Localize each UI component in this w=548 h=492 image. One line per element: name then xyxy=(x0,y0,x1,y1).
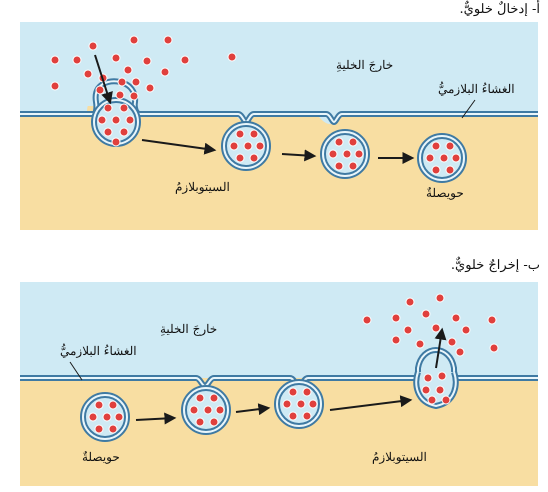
membrane-leader-b xyxy=(69,361,83,381)
panel-b-outside-label: خارجَ الخليةِ xyxy=(160,322,218,336)
arrow-step-1 xyxy=(141,139,217,155)
arrow-b-step-1 xyxy=(135,412,177,425)
particles-fusing xyxy=(421,371,451,405)
particles-pit xyxy=(97,103,135,147)
outside-area-b xyxy=(20,282,538,378)
particles-vesicle-3 xyxy=(425,141,461,175)
particles-outside xyxy=(50,35,237,101)
panel-a-outside-label: خارجَ الخليةِ xyxy=(336,58,394,72)
arrow-b-release xyxy=(434,327,447,369)
particles-vesicle-2 xyxy=(328,137,364,171)
endocytosis-diagram xyxy=(20,22,538,230)
panel-b-membrane-label: الغشاءُ البلازميُّ xyxy=(60,344,137,358)
panel-b-caption: ب- إخراجٌ خلويٌّ. xyxy=(450,258,540,273)
panel-a-membrane-label: الغشاءُ البلازميُّ xyxy=(438,82,515,96)
exocytosis-diagram xyxy=(20,282,538,486)
particles-vesicle-b-2 xyxy=(189,393,225,427)
panel-b-vesicle-label: حويصلةٌ xyxy=(82,450,120,464)
membrane-leader-a xyxy=(461,99,476,119)
arrow-step-2 xyxy=(281,149,317,162)
panel-a-vesicle-label: حويصلةٌ xyxy=(426,186,464,200)
arrow-b-step-3 xyxy=(329,395,413,411)
panel-b-cytoplasm-label: السيتوبلازمُ xyxy=(372,450,427,464)
particles-vesicle-b-3 xyxy=(282,387,318,421)
arrow-entry xyxy=(94,54,113,105)
panel-a-cytoplasm-label: السيتوبلازمُ xyxy=(175,180,230,194)
particles-vesicle-b-1 xyxy=(88,400,124,434)
panel-a-caption: أ- إدخالٌ خلويٌّ. xyxy=(459,2,540,17)
arrow-b-step-2 xyxy=(235,403,271,416)
particles-vesicle-1 xyxy=(229,129,265,163)
